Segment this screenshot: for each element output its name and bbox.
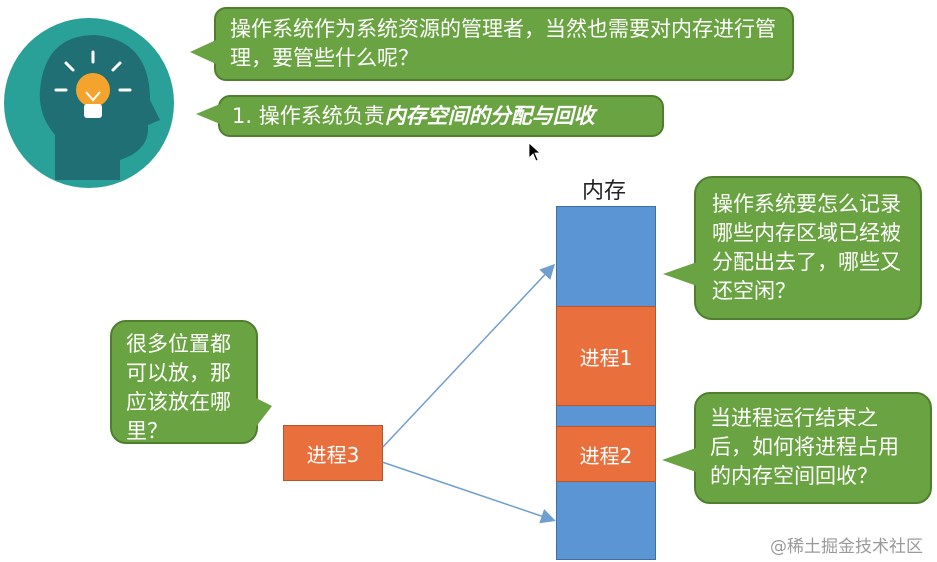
head-lightbulb-icon	[4, 18, 174, 188]
reclaim-bubble: 当进程运行结束之后，如何将进程占用的内存空间回收？	[694, 392, 932, 504]
where-bubble: 很多位置都可以放，那应该放在哪里？	[110, 320, 258, 444]
record-text: 操作系统要怎么记录哪些内存区域已经被分配出去了，哪些又还空闲？	[712, 192, 901, 303]
record-bubble: 操作系统要怎么记录哪些内存区域已经被分配出去了，哪些又还空闲？	[694, 176, 922, 320]
point1-prefix: 1. 操作系统负责	[232, 104, 385, 128]
cursor-icon	[528, 142, 542, 162]
process-3: 进程3	[283, 425, 383, 481]
point1-emphasis: 内存空间的分配与回收	[384, 104, 595, 128]
arrow-to-bottom-slot	[381, 461, 556, 524]
where-text: 很多位置都可以放，那应该放在哪里？	[126, 332, 231, 443]
process-1-label: 进程1	[579, 345, 633, 370]
point1-bubble-tail	[196, 104, 220, 124]
question-text: 操作系统作为系统资源的管理者，当然也需要对内存进行管理，要管些什么呢？	[230, 17, 776, 70]
record-bubble-tail	[663, 262, 697, 286]
process-2-label: 进程2	[579, 443, 633, 468]
process-1: 进程1	[556, 306, 656, 406]
arrow-to-top-slot	[381, 263, 556, 449]
reclaim-bubble-tail	[662, 448, 696, 472]
reclaim-text: 当进程运行结束之后，如何将进程占用的内存空间回收？	[710, 406, 899, 488]
question-bubble: 操作系统作为系统资源的管理者，当然也需要对内存进行管理，要管些什么呢？	[214, 7, 794, 81]
memory-label: 内存	[582, 179, 627, 204]
process-3-label: 进程3	[306, 442, 360, 467]
question-bubble-tail	[190, 40, 216, 64]
where-bubble-tail	[252, 396, 272, 432]
point1-bubble: 1. 操作系统负责内存空间的分配与回收	[218, 95, 664, 137]
process-2: 进程2	[556, 426, 656, 482]
watermark: @稀土掘金技术社区	[770, 537, 923, 557]
